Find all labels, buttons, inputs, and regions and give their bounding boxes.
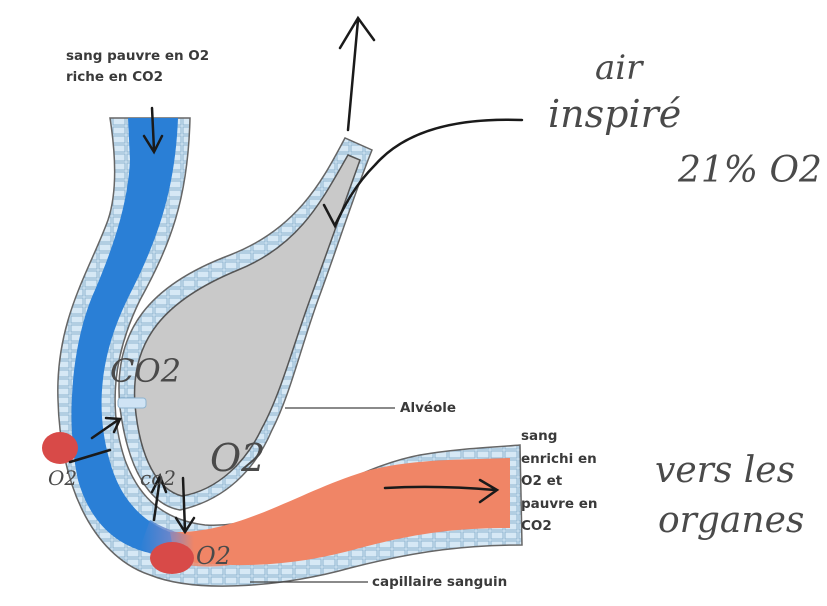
label-capillary: capillaire sanguin: [372, 572, 507, 593]
label-blood-in: sang pauvre en O2 riche en CO2: [66, 46, 209, 88]
label-blood-in-line2: riche en CO2: [66, 67, 209, 88]
label-blood-out-line2: enrichi en: [521, 448, 597, 471]
hand-o2-bottom: O2: [196, 542, 231, 570]
label-alveole: Alvéole: [400, 398, 456, 419]
label-blood-out-line3: O2 et: [521, 470, 597, 493]
hand-o2-left: O2: [48, 466, 77, 490]
label-blood-in-line1: sang pauvre en O2: [66, 46, 209, 67]
hand-air-line2: inspiré: [548, 92, 681, 136]
arrow-air-out: [340, 18, 374, 130]
label-blood-out-line4: pauvre en: [521, 493, 597, 516]
label-blood-out-line1: sang: [521, 425, 597, 448]
hand-dest-line2: organes: [658, 500, 804, 541]
hand-o2-alveole: O2: [210, 436, 265, 480]
hand-air-line1: air: [595, 48, 642, 88]
hand-dest-line1: vers les: [655, 450, 795, 491]
label-blood-out: sang enrichi en O2 et pauvre en CO2: [521, 425, 597, 538]
hand-air-line3: 21% O2: [678, 150, 822, 191]
red-cell-left: [42, 432, 78, 464]
hand-co2-small: co2: [140, 466, 176, 490]
co2-molecule: [118, 398, 146, 408]
label-blood-out-line5: CO2: [521, 515, 597, 538]
hand-co2-alveole: CO2: [110, 352, 181, 390]
red-cell-bottom: [150, 542, 194, 574]
